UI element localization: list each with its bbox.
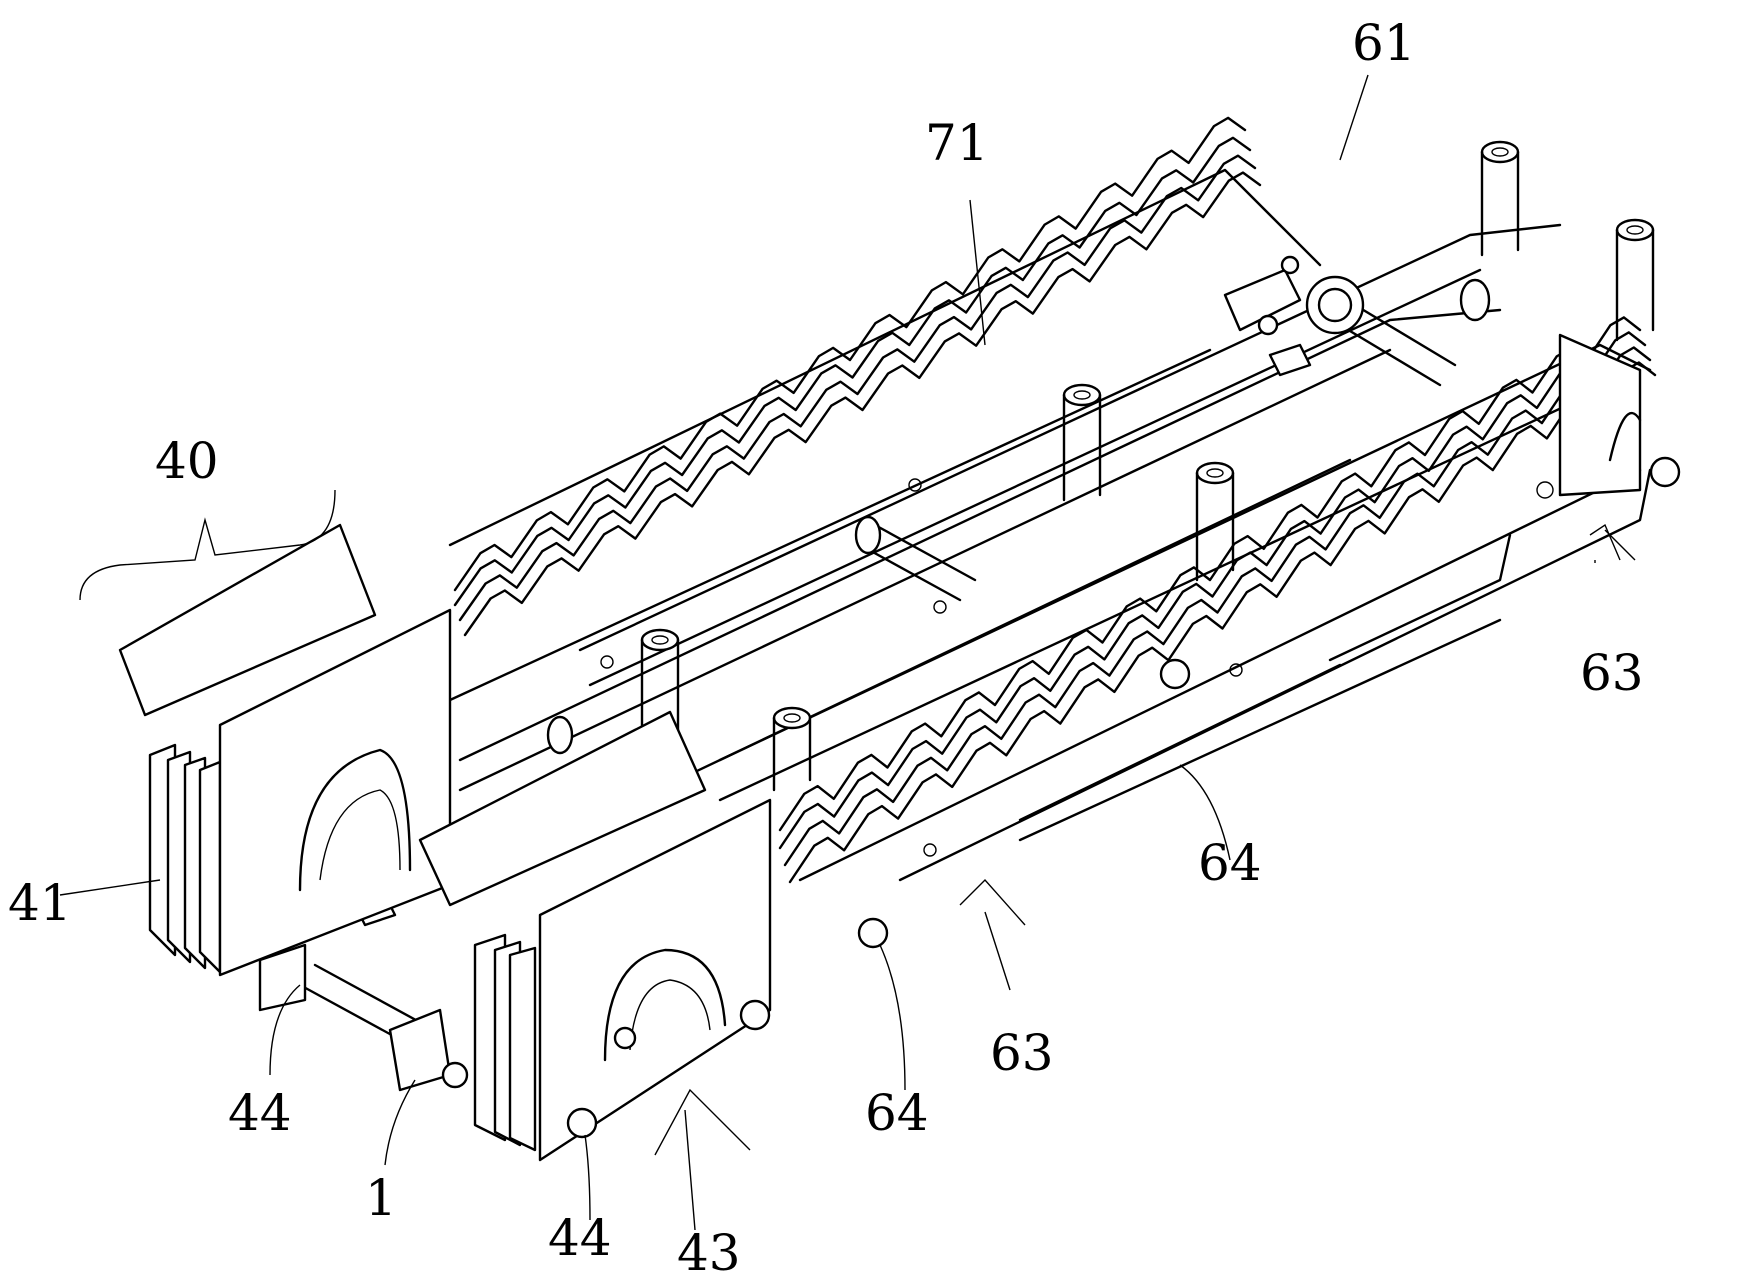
post-2	[1615, 218, 1655, 342]
callout-63-middle: 63	[990, 1024, 1054, 1082]
callout-40: 40	[155, 432, 219, 490]
bearing-block-rear	[1223, 255, 1365, 377]
callout-44-bottom: 44	[548, 1209, 612, 1267]
callout-43: 43	[677, 1224, 741, 1278]
post-5	[640, 628, 680, 752]
post-4	[1195, 461, 1235, 582]
front-zigzag-belt	[778, 316, 1657, 884]
post-6	[772, 706, 812, 792]
callout-44-left: 44	[228, 1084, 292, 1142]
vertical-posts	[640, 140, 1655, 792]
callout-64-right: 64	[1198, 834, 1262, 892]
frame-rails	[448, 168, 1652, 882]
callout-71: 71	[925, 114, 989, 172]
callout-63-right: 63	[1580, 644, 1644, 702]
left-end-assembly	[118, 523, 469, 1092]
front-end-assembly	[418, 710, 889, 1162]
callout-labels: 61 71 40 41 63 64 63 64 44 1 44 43	[8, 14, 1644, 1278]
callout-1: 1	[365, 1169, 397, 1227]
post-3	[1062, 383, 1102, 502]
callout-41: 41	[8, 874, 72, 932]
cross-shafts	[298, 278, 1491, 1047]
rail-holes	[600, 478, 1554, 857]
callout-61: 61	[1352, 14, 1416, 72]
rear-zigzag-belt	[453, 116, 1262, 637]
callout-64-middle: 64	[865, 1084, 929, 1142]
leader-lines	[59, 74, 1636, 1231]
post-1	[1480, 140, 1520, 257]
right-end-assembly	[1159, 333, 1681, 690]
